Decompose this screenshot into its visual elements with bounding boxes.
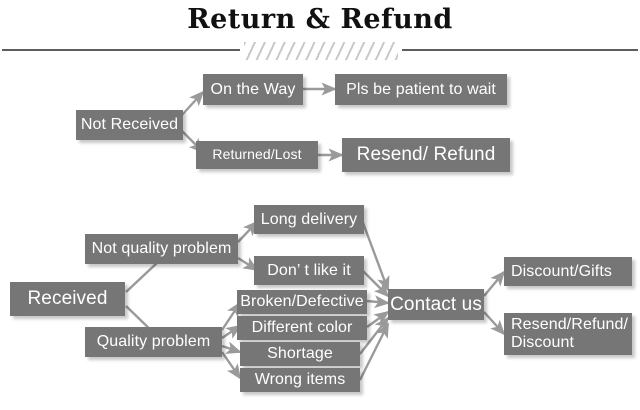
node-pls-be-patient-to-wait[interactable]: Pls be patient to wait [335,74,507,105]
node-discount-gifts[interactable]: Discount/Gifts [504,257,632,286]
title-divider [0,42,640,60]
node-not-quality-problem[interactable]: Not quality problem [85,234,238,264]
node-long-delivery[interactable]: Long delivery [254,205,364,234]
node-contact-us[interactable]: Contact us [388,289,484,320]
node-quality-problem[interactable]: Quality problem [85,327,222,357]
node-on-the-way[interactable]: On the Way [203,74,303,105]
node-shortage[interactable]: Shortage [240,342,360,366]
node-broken-defective[interactable]: Broken/Defective [237,290,367,314]
diagonal-hatch-icon [244,42,398,60]
node-dont-like-it[interactable]: Don’ t like it [254,256,364,285]
node-resend-refund[interactable]: Resend/ Refund [342,138,510,172]
node-different-color[interactable]: Different color [237,316,367,340]
page-title: Return & Refund [187,4,453,35]
node-not-received[interactable]: Not Received [76,110,183,140]
node-wrong-items[interactable]: Wrong items [240,368,360,392]
divider-rule-left [2,49,240,51]
node-resend-refund-discount[interactable]: Resend/Refund/ Discount [504,313,632,355]
node-returned-lost[interactable]: Returned/Lost [196,141,318,169]
node-received[interactable]: Received [10,282,125,316]
divider-rule-right [402,49,638,51]
